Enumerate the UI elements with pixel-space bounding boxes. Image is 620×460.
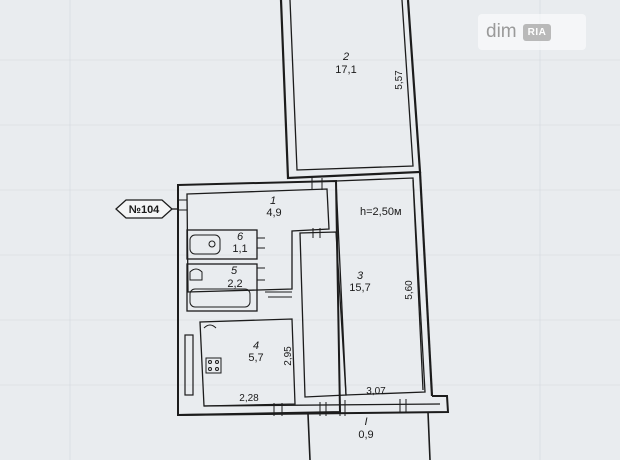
sink-fixture xyxy=(203,324,217,329)
stove-fixture xyxy=(205,357,222,374)
right-exterior-wall xyxy=(418,171,434,397)
fixtures xyxy=(189,234,251,374)
room-6-area: 1,1 xyxy=(232,243,247,255)
apartment-number: №104 xyxy=(129,204,160,216)
bottom-interior-wall xyxy=(203,403,441,407)
room-5-area: 2,2 xyxy=(227,278,242,290)
balcony-area: 0,9 xyxy=(358,429,373,441)
room-2-inner xyxy=(289,0,414,171)
kitchen-length: 2,95 xyxy=(283,346,294,366)
room-1-area: 4,9 xyxy=(266,207,281,219)
room-2-outline xyxy=(279,0,422,180)
toilet-fixture xyxy=(189,268,203,281)
room-3-outline xyxy=(335,177,426,396)
hallway-inner xyxy=(186,188,330,293)
kitchen-width: 2,28 xyxy=(239,393,259,404)
room-5-box xyxy=(186,263,258,312)
door-ticks xyxy=(178,178,323,298)
room-2-length: 5,57 xyxy=(394,70,405,90)
room-4-number: 4 xyxy=(253,340,259,352)
room-3-inner xyxy=(299,231,347,398)
room-5-number: 5 xyxy=(231,265,238,277)
watermark: dim RIA xyxy=(478,14,586,50)
room-4-area: 5,7 xyxy=(248,352,263,364)
bottom-exterior-wall xyxy=(177,395,450,416)
room-4-outline xyxy=(199,318,296,407)
kitchen-cabinet xyxy=(184,334,194,396)
room-6-number: 6 xyxy=(237,231,244,243)
windows xyxy=(273,399,407,416)
balcony-outline xyxy=(307,411,431,460)
room-3-area: 15,7 xyxy=(349,282,370,294)
watermark-text: dim xyxy=(486,21,517,42)
room-1-number: 1 xyxy=(270,195,276,207)
room-6-box xyxy=(186,229,258,260)
ceiling-height: h=2,50м xyxy=(360,206,402,218)
ria-logo-icon: RIA xyxy=(522,23,552,41)
bathtub-fixture xyxy=(189,234,221,255)
bath-fixture xyxy=(189,288,251,308)
walls xyxy=(177,0,450,460)
room-3-width: 3,07 xyxy=(366,386,386,397)
apartment-tag: №104 xyxy=(115,199,178,219)
room-3-length: 5,60 xyxy=(404,280,415,300)
room-2-area: 17,1 xyxy=(335,64,356,76)
balcony-number: I xyxy=(364,416,367,428)
room-2-number: 2 xyxy=(342,51,349,63)
room-3-number: 3 xyxy=(357,270,364,282)
